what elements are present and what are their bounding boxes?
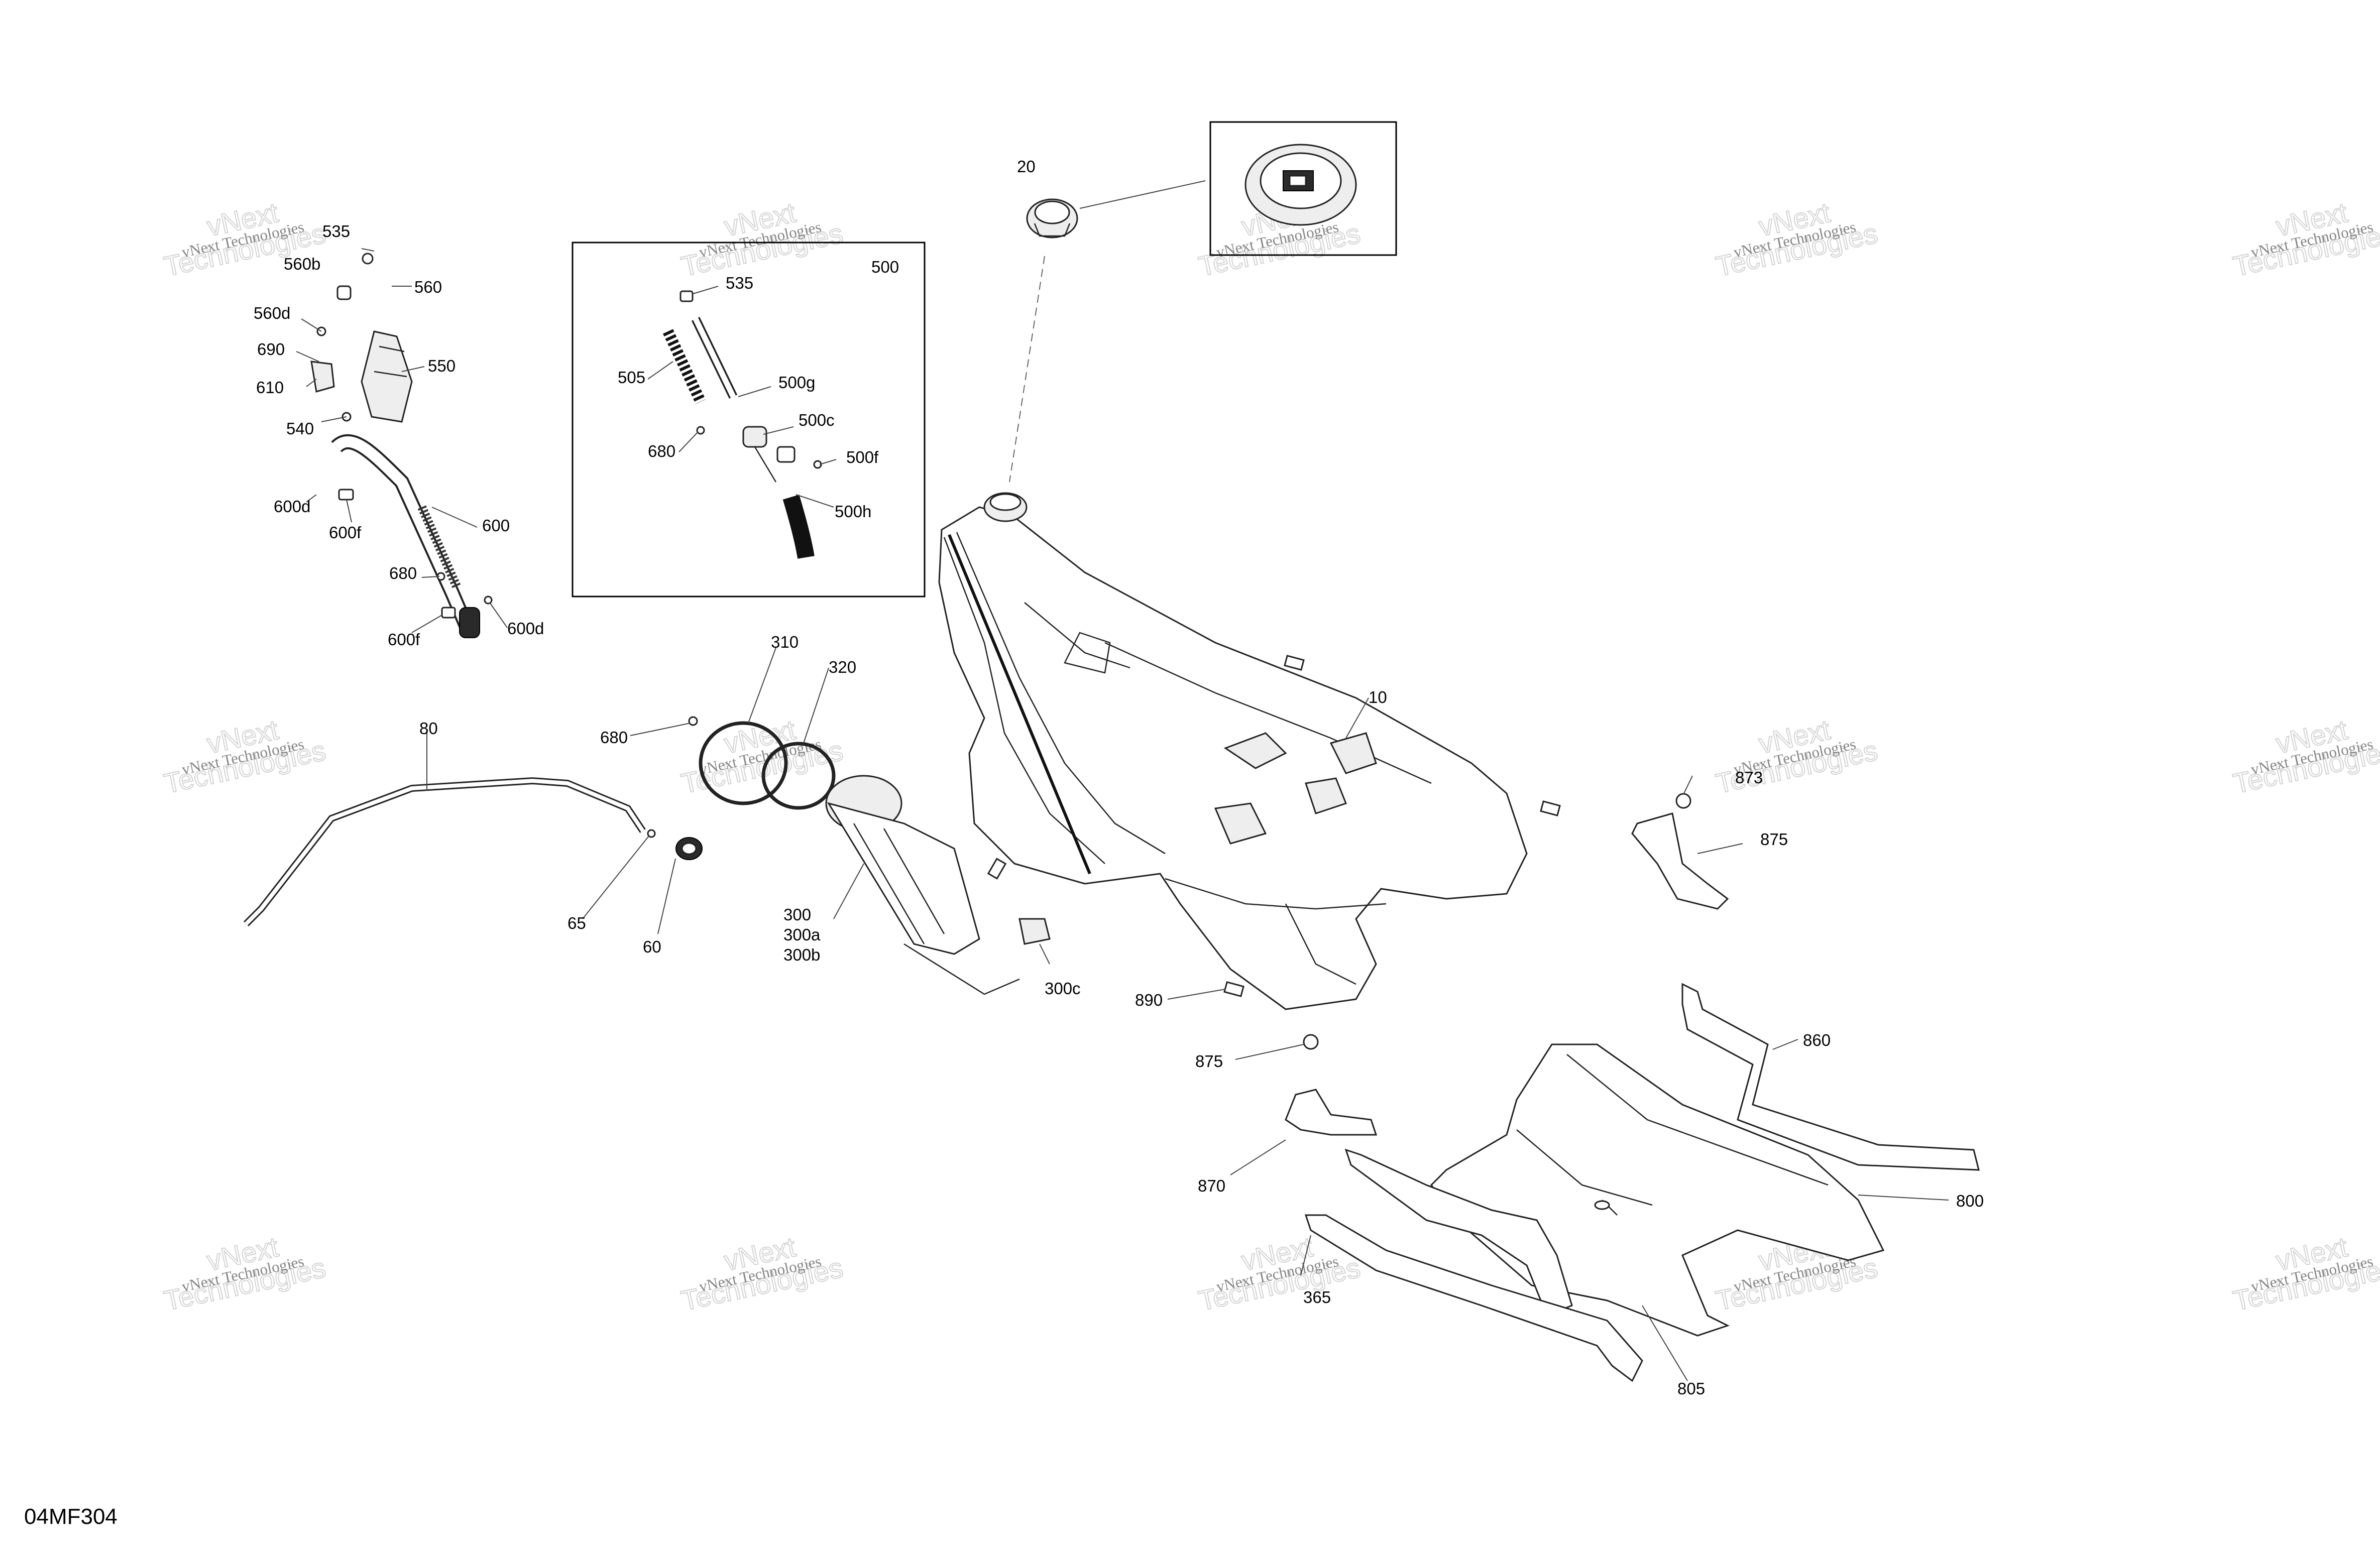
callout-540: 540 [286, 419, 314, 438]
callout-890: 890 [1135, 991, 1163, 1009]
callout-80: 80 [419, 719, 438, 738]
callout-860: 860 [1803, 1031, 1831, 1049]
callout-600d: 600d [274, 497, 310, 516]
callout-320: 320 [829, 658, 856, 676]
callout-500: 500 [871, 258, 899, 276]
callout-560d: 560d [254, 304, 290, 322]
watermark: Technologies vNext vNext Technologies [2230, 713, 2380, 800]
callout-560: 560 [414, 278, 442, 296]
callout-800: 800 [1956, 1192, 1984, 1210]
callout-65: 65 [568, 914, 586, 932]
right-bracket-assembly [1631, 793, 1980, 1171]
callout-875: 875 [1195, 1052, 1223, 1071]
callout-680: 680 [648, 442, 675, 460]
watermark: Technologies vNext vNext Technologies [678, 1230, 846, 1317]
callout-535: 535 [726, 274, 753, 292]
fuel-pump [688, 716, 1051, 995]
watermark: Technologies vNext vNext Technologies [1713, 196, 1881, 283]
callouts: 535 560b 560 560d 690 550 610 540 600d 6… [254, 157, 1984, 1398]
callout-500c: 500c [799, 411, 835, 429]
callout-600f: 600f [388, 630, 420, 649]
callout-60: 60 [643, 937, 661, 956]
fuel-line [244, 777, 703, 926]
callout-875: 875 [1760, 830, 1788, 849]
watermark: Technologies vNext vNext Technologies [161, 713, 329, 800]
callout-500g: 500g [778, 373, 815, 392]
callout-300a: 300a [783, 925, 821, 944]
callout-870: 870 [1198, 1176, 1225, 1195]
left-bracket-assembly [1285, 1034, 1643, 1382]
callout-560b: 560b [284, 255, 320, 273]
watermark: Technologies vNext vNext Technologies [1713, 713, 1881, 800]
watermark: Technologies vNext vNext Technologies [678, 196, 846, 283]
diagram-reference-code: 04MF304 [24, 1504, 118, 1529]
fuel-cap-detail-box [1209, 121, 1397, 256]
vent-hose-assembly [310, 229, 493, 638]
callout-873: 873 [1735, 768, 1763, 787]
fuel-tank [938, 492, 1561, 1010]
callout-610: 610 [256, 378, 284, 397]
callout-300b: 300b [783, 945, 820, 964]
watermark: Technologies vNext vNext Technologies [2230, 196, 2380, 283]
callout-680: 680 [600, 728, 628, 747]
callout-20: 20 [1017, 157, 1036, 176]
callout-310: 310 [771, 633, 799, 651]
callout-500f: 500f [846, 448, 879, 466]
watermark: Technologies vNext vNext Technologies [2230, 1230, 2380, 1317]
callout-535: 535 [322, 222, 350, 241]
inset-500-assembly [572, 242, 926, 598]
callout-365: 365 [1303, 1288, 1331, 1307]
callout-600d: 600d [507, 619, 544, 638]
callout-300: 300 [783, 905, 811, 924]
callout-690: 690 [257, 340, 285, 359]
callout-600f: 600f [329, 523, 362, 542]
callout-600: 600 [482, 516, 510, 535]
callout-550: 550 [428, 357, 456, 375]
callout-505: 505 [618, 368, 645, 387]
callout-300c: 300c [1045, 979, 1081, 998]
callout-680: 680 [389, 564, 417, 582]
callout-805: 805 [1677, 1379, 1705, 1398]
callout-500h: 500h [835, 502, 871, 521]
fuel-cap [1026, 198, 1078, 239]
callout-10: 10 [1369, 688, 1387, 706]
watermark: Technologies vNext vNext Technologies [161, 1230, 329, 1317]
leader-lines [296, 248, 1949, 1381]
